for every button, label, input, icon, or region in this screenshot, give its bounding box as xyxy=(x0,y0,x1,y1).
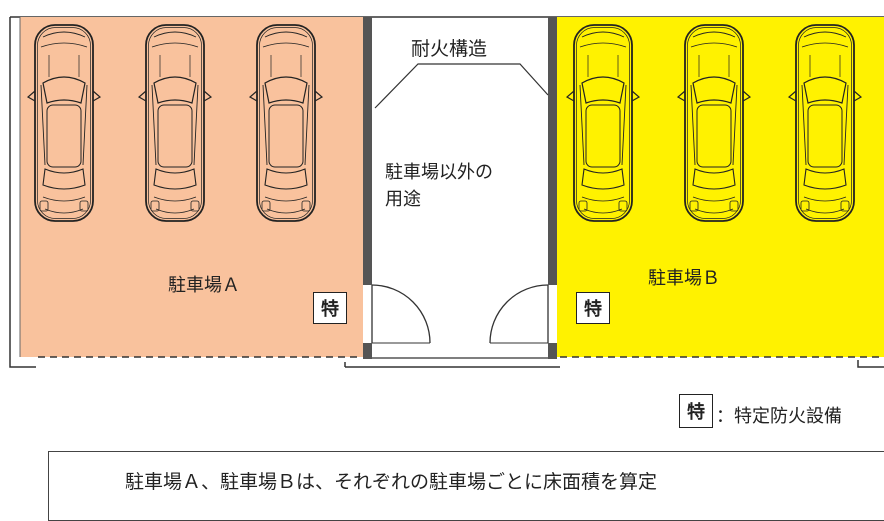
fireproof-wall-right-end xyxy=(548,343,557,359)
other-use-label-line1: 駐車場以外の xyxy=(385,162,493,183)
wall-stub-left xyxy=(9,360,36,368)
fireproof-leader-line xyxy=(374,63,549,109)
note-box xyxy=(48,451,884,521)
door-swing-icon xyxy=(489,284,549,344)
fireproof-label: 耐火構造 xyxy=(411,38,488,60)
note-text: 駐車場Ａ、駐車場Ｂは、それぞれの駐車場ごとに床面積を算定 xyxy=(125,471,658,493)
legend-symbol: 特 xyxy=(679,394,713,428)
parking-a-label: 駐車場Ａ xyxy=(168,275,240,296)
fire-door-marker-a: 特 xyxy=(313,292,347,324)
door-swing-icon xyxy=(371,284,431,344)
parking-b-label: 駐車場Ｂ xyxy=(648,268,720,289)
parking-b-area xyxy=(557,17,884,357)
wall-stub-right xyxy=(857,360,884,368)
other-use-label-line2: 用途 xyxy=(385,189,421,210)
fire-door-marker-b: 特 xyxy=(576,292,610,324)
legend-text: ：特定防火設備 xyxy=(716,406,842,427)
fireproof-wall-left-end xyxy=(363,343,372,359)
fireproof-wall-left xyxy=(363,17,372,285)
fireproof-wall-right xyxy=(548,17,557,285)
